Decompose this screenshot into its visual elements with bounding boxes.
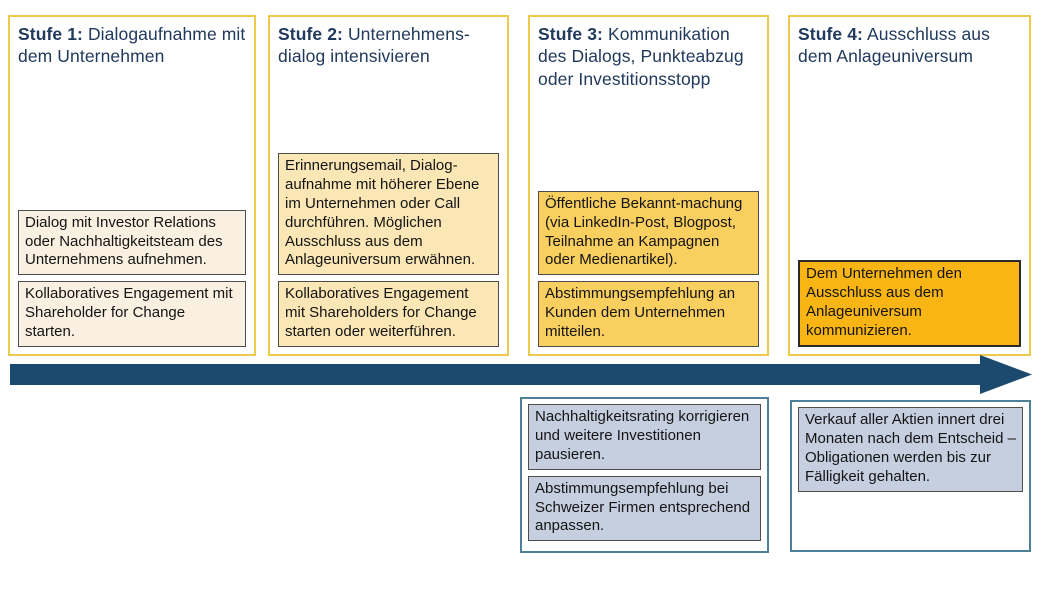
stage-1-box-1: Dialog mit Investor Relations oder Nachh… (18, 209, 246, 276)
stage-2-label: Stufe 2: (278, 24, 343, 44)
followup-box-2: Abstimmungsempfehlung bei Schweizer Firm… (528, 475, 761, 542)
stage-3-title: Kommunikation des Dialogs, Punkteabzug o… (538, 24, 744, 89)
stage-2-title: Unternehmens-dialog intensivieren (278, 24, 470, 67)
stage-1-label: Stufe 1: (18, 24, 83, 44)
stage-4-header: Stufe 4: Ausschluss aus dem Anlageuniver… (798, 23, 1021, 68)
stage-4-label: Stufe 4: (798, 24, 863, 44)
stage-4-title: Ausschluss aus dem Anlageuniversum (798, 24, 990, 67)
stage-2-header: Stufe 2: Unternehmens-dialog intensivier… (278, 23, 499, 68)
timeline-arrow-icon (10, 355, 1032, 394)
stage-4-box-1: Dem Unternehmen den Ausschluss aus dem A… (798, 260, 1021, 347)
stage-3-box-1: Öffentliche Bekannt-machung (via LinkedI… (538, 190, 759, 276)
stage-2-box-2: Kollaboratives Engagement mit Shareholde… (278, 281, 499, 347)
followup-box-3: Verkauf aller Aktien innert drei Monaten… (798, 407, 1023, 492)
stage-3-header: Stufe 3: Kommunikation des Dialogs, Punk… (538, 23, 759, 90)
followup-container-stage-4: Verkauf aller Aktien innert drei Monaten… (790, 400, 1031, 552)
stage-column-4: Stufe 4: Ausschluss aus dem Anlageuniver… (788, 15, 1031, 356)
stage-column-3: Stufe 3: Kommunikation des Dialogs, Punk… (528, 15, 769, 356)
followup-box-1: Nachhaltigkeitsrating korrigieren und we… (528, 404, 761, 470)
stage-column-2: Stufe 2: Unternehmens-dialog intensivier… (268, 15, 509, 356)
stage-1-box-2: Kollaboratives Engagement mit Shareholde… (18, 281, 246, 347)
stage-1-title: Dialogaufnahme mit dem Unternehmen (18, 24, 246, 67)
stage-column-1: Stufe 1: Dialogaufnahme mit dem Unterneh… (8, 15, 256, 356)
stage-3-box-2: Abstimmungsempfehlung an Kunden dem Unte… (538, 281, 759, 347)
stage-1-header: Stufe 1: Dialogaufnahme mit dem Unterneh… (18, 23, 246, 68)
followup-container-stage-3: Nachhaltigkeitsrating korrigieren und we… (520, 397, 769, 553)
stage-3-label: Stufe 3: (538, 24, 603, 44)
stage-2-box-1: Erinnerungsemail, Dialog-aufnahme mit hö… (278, 152, 499, 276)
